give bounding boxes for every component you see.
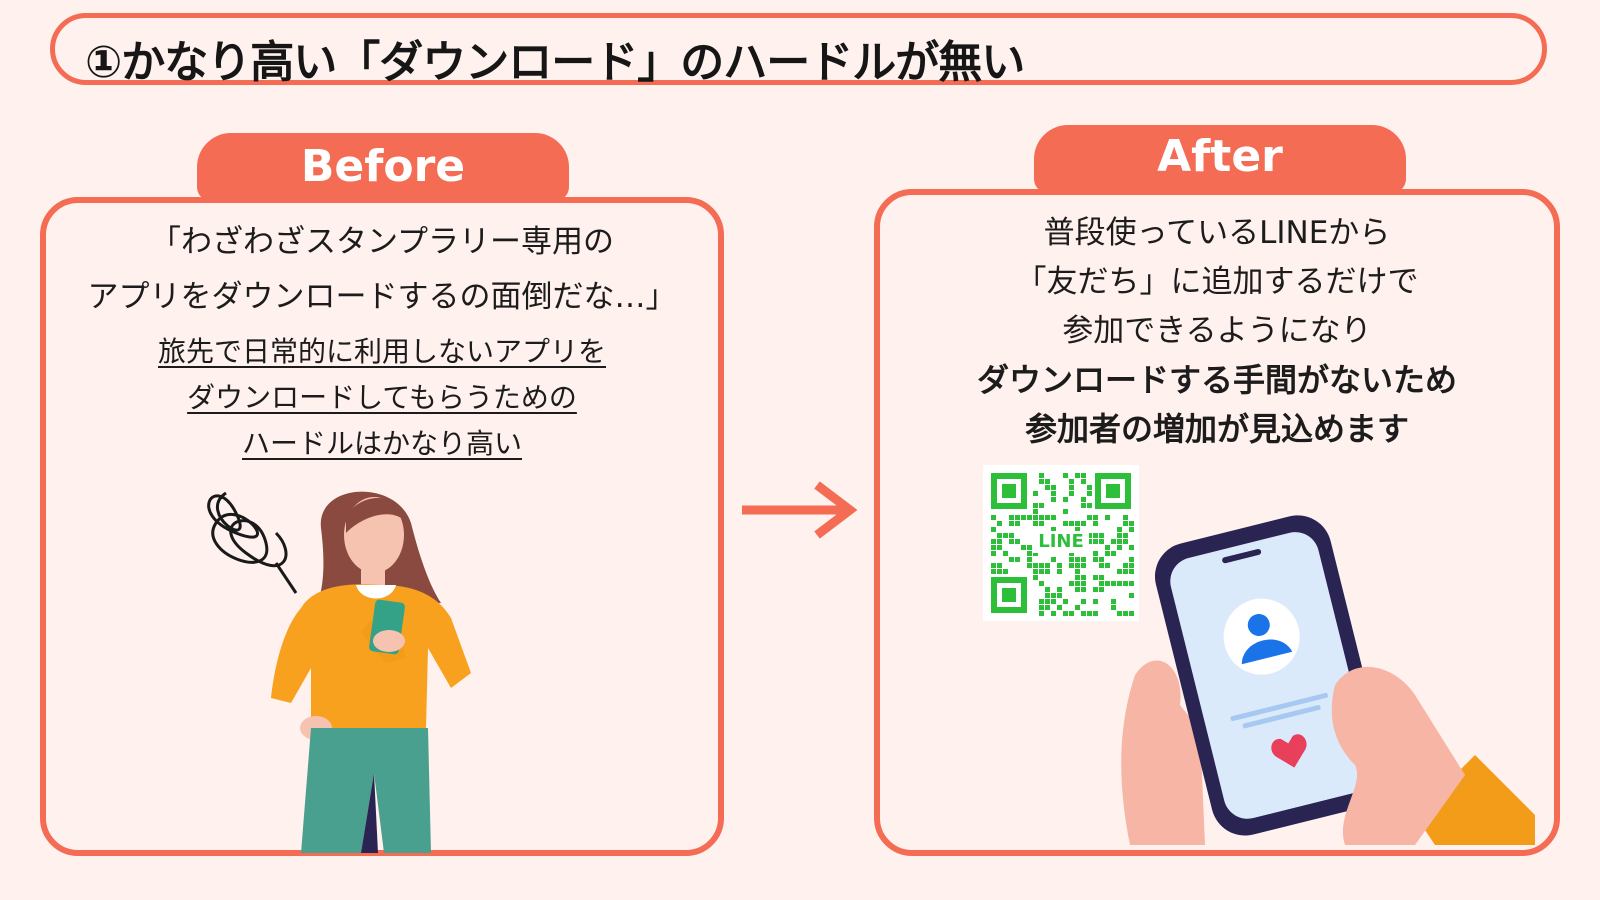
title-banner: ①かなり高い「ダウンロード」のハードルが無い xyxy=(50,13,1547,88)
right-arrow-icon xyxy=(742,481,858,539)
scribble-icon xyxy=(207,491,298,594)
line-qr-code[interactable]: LINE xyxy=(983,465,1139,621)
after-bold-line-1: ダウンロードする手間がないため xyxy=(976,361,1457,399)
before-quote: 「わざわざスタンプラリー専用の アプリをダウンロードするの面倒だな…」 xyxy=(46,215,718,325)
note-line-1: 旅先で日常的に利用しないアプリを xyxy=(157,335,606,368)
hands-phone-illustration xyxy=(1121,515,1535,845)
before-panel: 「わざわざスタンプラリー専用の アプリをダウンロードするの面倒だな…」 旅先で日… xyxy=(40,197,724,856)
after-line-2: 「友だち」に追加するだけで xyxy=(1015,264,1419,300)
page-title: ①かなり高い「ダウンロード」のハードルが無い xyxy=(85,37,1025,88)
note-line-3: ハードルはかなり高い xyxy=(241,427,522,460)
after-tab: After xyxy=(1034,125,1406,193)
frustrated-woman-illustration xyxy=(207,491,471,853)
user-avatar-icon xyxy=(1247,613,1270,636)
before-tab: Before xyxy=(197,133,569,201)
quote-line-1: 「わざわざスタンプラリー専用の xyxy=(149,224,615,260)
after-line-3: 参加できるようになり xyxy=(1062,313,1372,349)
note-line-2: ダウンロードしてもらうための xyxy=(187,381,577,414)
after-panel: 普段使っているLINEから 「友だち」に追加するだけで 参加できるようになり ダ… xyxy=(874,189,1560,856)
line-label: LINE xyxy=(1033,531,1089,553)
after-bold-line-2: 参加者の増加が見込めます xyxy=(1024,410,1409,448)
before-note: 旅先で日常的に利用しないアプリを ダウンロードしてもらうための ハードルはかなり… xyxy=(46,329,718,467)
quote-line-2: アプリをダウンロードするの面倒だな…」 xyxy=(87,279,677,315)
after-description: 普段使っているLINEから 「友だち」に追加するだけで 参加できるようになり ダ… xyxy=(880,209,1554,454)
after-line-1: 普段使っているLINEから xyxy=(1043,215,1391,251)
heart-icon xyxy=(1271,734,1307,768)
